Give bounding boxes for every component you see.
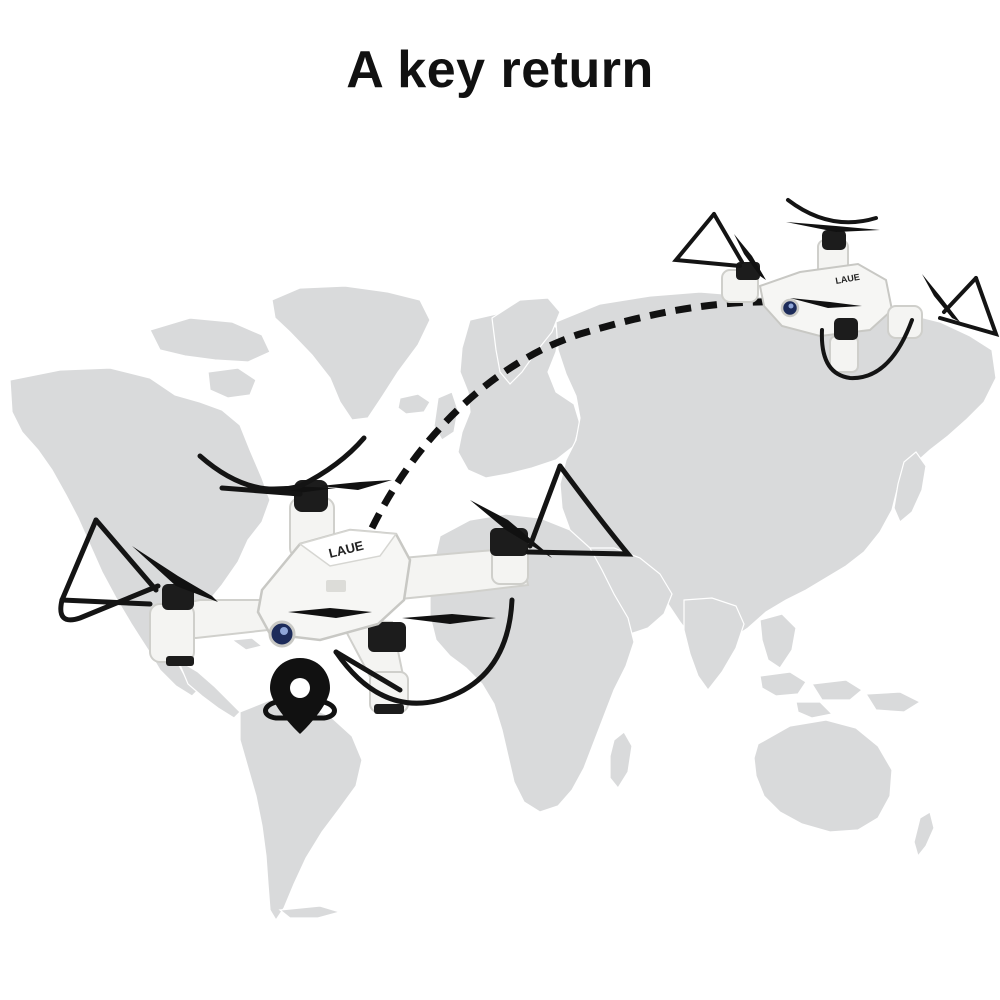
map-north-america: [9, 367, 271, 697]
page-title: A key return: [346, 41, 654, 99]
map-iceland: [397, 393, 431, 415]
svg-text:LAUE: LAUE: [835, 272, 861, 286]
map-japan: [893, 451, 927, 523]
world-map: [9, 285, 997, 922]
map-indonesia: [759, 671, 807, 697]
map-india: [683, 597, 745, 692]
map-madagascar: [609, 731, 633, 790]
drone-large: LAUE: [58, 435, 634, 714]
location-pin-icon: [263, 658, 337, 734]
map-arctic-islands: [149, 317, 271, 363]
map-central-america: [176, 658, 241, 719]
drone-small: LAUE: [672, 198, 1000, 381]
map-asia: [555, 291, 997, 649]
dashed-flight-path: [368, 298, 791, 530]
map-greenland: [271, 285, 431, 421]
map-australia: [753, 719, 893, 833]
map-south-america: [239, 699, 363, 922]
